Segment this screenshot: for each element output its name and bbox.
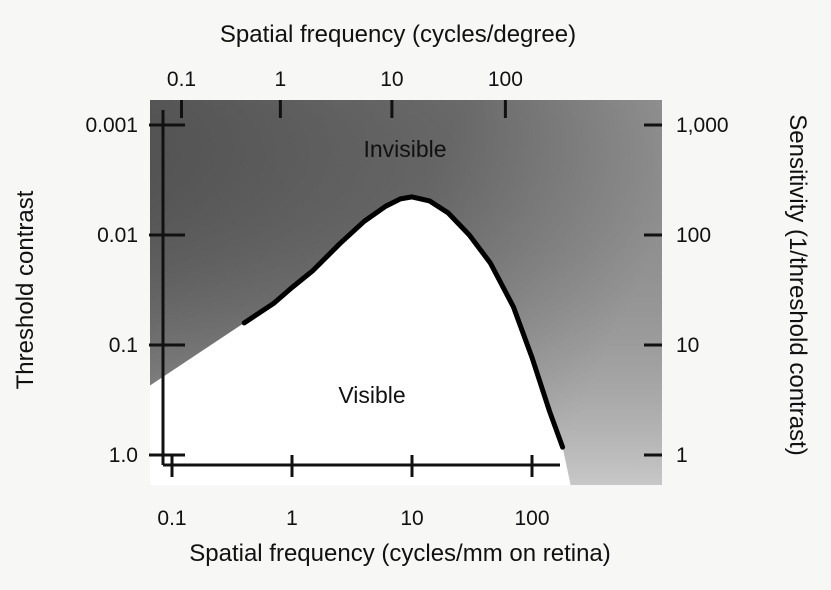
x-axis-label: Spatial frequency (cycles/mm on retina) xyxy=(189,540,611,567)
x-tick-label: 0.1 xyxy=(157,507,186,530)
region-label-invisible: Invisible xyxy=(363,136,446,162)
x-tick-label: 1 xyxy=(286,507,298,530)
top-x-tick-label: 0.1 xyxy=(167,68,196,91)
right-y-tick-label: 1,000 xyxy=(676,114,729,137)
axis-ticks: 0.001 0.01 0.1 1.0 1,000 100 10 1 0.1 1 10 100 0.1 1 1… xyxy=(85,68,728,530)
y-tick-label: 0.001 xyxy=(85,114,138,137)
x-tick-label: 100 xyxy=(514,507,549,530)
right-y-tick-label: 100 xyxy=(676,224,711,247)
axes xyxy=(161,110,560,467)
top-x-tick-label: 10 xyxy=(380,68,403,91)
top-x-tick-label: 100 xyxy=(488,68,523,91)
visible-region xyxy=(150,196,571,485)
right-y-tick-label: 10 xyxy=(676,334,699,357)
y-tick-label: 0.1 xyxy=(109,334,138,357)
x-tick-label: 10 xyxy=(400,507,423,530)
y-axis-label: Threshold contrast xyxy=(12,190,39,389)
region-label-visible: Visible xyxy=(338,382,405,408)
top-x-axis-label: Spatial frequency (cycles/degree) xyxy=(220,21,576,48)
right-y-axis-label: Sensitivity (1/threshold contrast) xyxy=(784,114,811,455)
y-tick-label: 0.01 xyxy=(97,224,138,247)
top-x-tick-label: 1 xyxy=(275,68,287,91)
y-tick-label: 1.0 xyxy=(109,444,138,467)
contrast-threshold-curve xyxy=(241,194,566,450)
right-y-tick-label: 1 xyxy=(676,444,688,467)
